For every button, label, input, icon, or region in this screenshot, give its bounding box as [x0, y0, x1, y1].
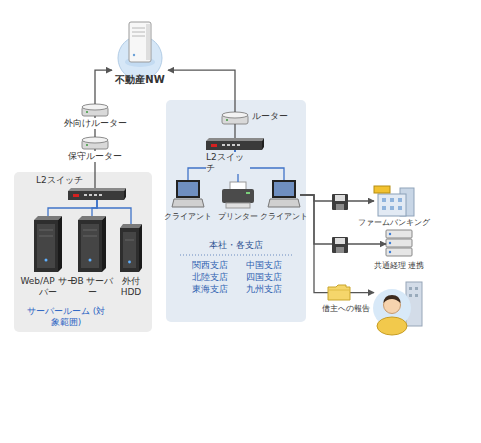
network-server-icon: [118, 22, 162, 80]
bank-building-icon: [378, 194, 406, 216]
branch-label: 四国支店: [236, 272, 292, 283]
accounting-server-icon: [386, 230, 412, 256]
node-label: ファームバンキング: [354, 218, 434, 228]
server-node: Web/AP サーバー: [34, 216, 62, 272]
router-icon: [82, 137, 108, 149]
router-node: ルーター: [222, 112, 248, 124]
router-node: 外向けルーター: [82, 104, 108, 116]
floppy-disk-icon: [335, 238, 345, 244]
connector-line: [95, 70, 112, 104]
bank-building-icon: [398, 206, 402, 210]
floppy-disk-icon: [335, 195, 345, 201]
bank-building-icon: [398, 198, 402, 202]
node-label: 保守ルーター: [60, 151, 130, 162]
floppy-disk-icon: [336, 247, 344, 253]
node-label: L2スイッチ: [36, 175, 88, 186]
accounting-server-icon: [389, 233, 391, 235]
owner-person-icon: [409, 287, 412, 290]
node-label: L2スイッチ: [206, 152, 250, 174]
accounting-server-icon: [389, 251, 391, 253]
network-server-icon: [146, 24, 150, 60]
network-server-icon: [125, 57, 155, 67]
node-label: プリンター: [210, 212, 266, 222]
node-label: Web/AP サーバー: [18, 276, 78, 298]
network-server-icon: [129, 22, 151, 62]
accounting-server-icon: [386, 230, 412, 238]
owner-person-icon: [415, 287, 418, 290]
owner-person-icon: [415, 294, 418, 297]
floppy-disk-icon: [332, 237, 348, 253]
owner-person-icon: [373, 289, 411, 327]
accounting-server-icon: [386, 239, 412, 247]
node-label: クライアント: [256, 212, 312, 222]
network-server-icon: [132, 28, 145, 29]
floppy-disk-icon: [332, 237, 348, 253]
bank-building-icon: [382, 206, 386, 210]
client-node: クライアント: [268, 180, 300, 210]
bank-building-icon: [374, 186, 390, 193]
node-label: 借主への報告: [312, 304, 370, 314]
hdd-node: 外付 HDD: [120, 224, 142, 272]
network-server-icon: [133, 54, 135, 56]
switch-node: L2スイッチ: [68, 188, 126, 200]
branch-label: 東海支店: [182, 284, 238, 295]
branch-label: 中国支店: [236, 260, 292, 271]
connector-line: [300, 195, 374, 293]
node-label: 外向けルーター: [60, 118, 130, 129]
client-node: クライアント: [172, 180, 204, 210]
owner-person-icon: [384, 295, 401, 303]
node-label: クライアント: [160, 212, 216, 222]
switch-node: L2スイッチ: [206, 138, 264, 150]
node-label: 外付 HDD: [113, 276, 149, 298]
owner-person-icon: [377, 317, 407, 335]
server-node: DB サーバー: [78, 216, 106, 272]
accounting-server-icon: [389, 242, 391, 244]
router-icon: [82, 104, 108, 116]
router-icon: [82, 140, 108, 149]
folder-icon: [328, 285, 350, 300]
connector-line: [300, 195, 374, 201]
node-label: ルーター: [252, 111, 296, 122]
folder-icon: [328, 290, 350, 291]
node-label: 共通経理 連携: [361, 261, 437, 271]
bank-building-icon: [390, 206, 394, 210]
floppy-disk-icon: [336, 204, 344, 210]
router-icon: [82, 107, 108, 116]
bank-building-icon: [400, 188, 414, 216]
owner-node: 借主への報告: [374, 286, 420, 330]
server-room-box: サーバールーム (対象範囲)L2スイッチWeb/AP サーバーDB サーバー外付…: [14, 172, 152, 332]
accounting-node: 共通経理 連携: [386, 230, 412, 258]
router-icon: [82, 137, 108, 143]
bank-building-icon: [390, 198, 394, 202]
branch-label: 九州支店: [236, 284, 292, 295]
router-icon: [86, 111, 88, 113]
node-label: 不動産NW: [110, 74, 170, 86]
router-icon: [82, 104, 108, 110]
folder-icon: [328, 285, 350, 300]
network-server-icon: [118, 36, 162, 80]
branch-label: 関西支店: [182, 260, 238, 271]
router-icon: [86, 144, 88, 146]
owner-person-icon: [409, 294, 412, 297]
bank-building-icon: [382, 198, 386, 202]
owner-person-icon: [384, 297, 401, 314]
network-server-icon: [132, 36, 145, 37]
node-label: DB サーバー: [70, 276, 114, 298]
accounting-server-icon: [386, 248, 412, 256]
bank-node: ファームバンキング: [374, 186, 414, 216]
network-server-icon: [132, 32, 145, 33]
owner-person-icon: [373, 282, 422, 335]
network-node: 不動産NW: [112, 26, 168, 78]
floppy-disk-icon: [332, 194, 348, 210]
bank-building-icon: [374, 186, 414, 216]
printer-node: プリンター: [222, 182, 254, 210]
owner-person-icon: [406, 282, 422, 326]
floppy-disk-icon: [332, 194, 348, 210]
node-label: 本社・各支店: [166, 240, 306, 251]
node-label: サーバールーム (対象範囲): [24, 306, 108, 328]
router-node: 保守ルーター: [82, 137, 108, 149]
branch-label: 北陸支店: [182, 272, 238, 283]
office-box: 本社・各支店関西支店中国支店北陸支店四国支店東海支店九州支店 ルーター L2スイッチ…: [166, 100, 306, 322]
